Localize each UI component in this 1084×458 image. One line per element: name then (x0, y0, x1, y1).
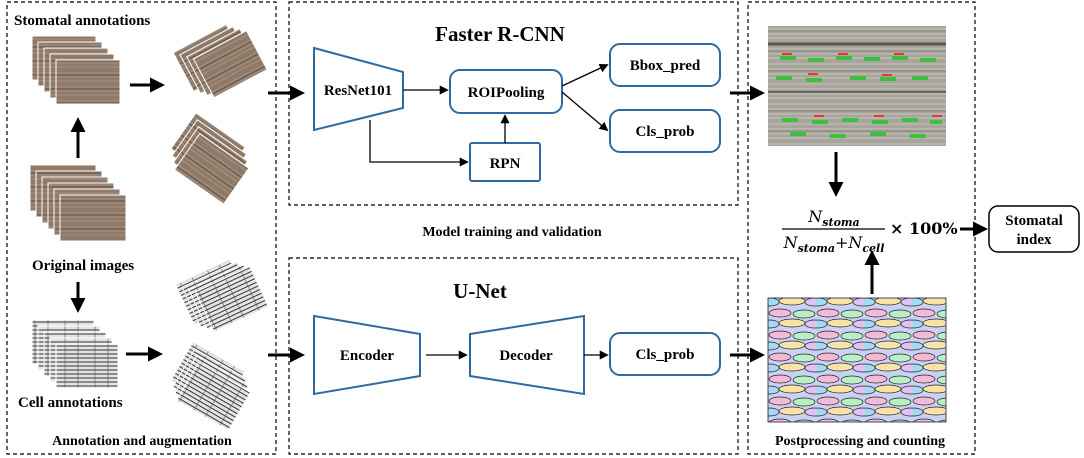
postprocessing-panel (747, 1, 976, 455)
roipooling-label: ROIPooling (468, 85, 545, 101)
faster-rcnn-title: Faster R-CNN (435, 22, 565, 46)
encoder-block (313, 314, 421, 396)
postprocessing-caption: Postprocessing and counting (775, 434, 945, 449)
unet-title: U-Net (453, 279, 507, 303)
faster-rcnn-panel (288, 1, 739, 206)
encoder-label: Encoder (340, 348, 395, 364)
cell-annotation-stack (31, 319, 119, 389)
annotation-panel-caption: Annotation and augmentation (52, 434, 232, 449)
rcnn-cls-prob-label: Cls_prob (636, 124, 695, 140)
augmented-stomatal-stack-bottom (170, 112, 250, 205)
rcnn-cls-prob-block (609, 109, 721, 153)
model-panel-caption: Model training and validation (422, 225, 602, 240)
arrow-roi-to-bbox (561, 63, 609, 87)
formula-multiplier: × 100% (890, 219, 958, 238)
augmented-cell-stack-top (174, 258, 270, 333)
stomatal-annotations-label: Stomatal annotations (14, 13, 150, 29)
stomata-detection-image (768, 26, 946, 146)
annotation-panel (6, 1, 277, 455)
arrow-resnet-to-rpn (369, 120, 469, 167)
bbox-pred-label: Bbox_pred (630, 58, 701, 74)
arrow-roi-to-cls (561, 91, 609, 132)
stomatal-index-label-line1: Stomatal (1005, 213, 1063, 229)
stomatal-annotation-stack (31, 35, 121, 105)
original-images-label: Original images (32, 258, 134, 274)
roipooling-block (449, 69, 563, 114)
rpn-label: RPN (490, 156, 521, 172)
original-image-stack (29, 164, 127, 242)
cell-annotations-label: Cell annotations (18, 395, 123, 411)
formula-numerator: Nstoma (807, 207, 859, 229)
resnet101-label: ResNet101 (324, 83, 392, 99)
bbox-pred-block (609, 43, 721, 87)
stomatal-index-label-line2: index (1016, 232, 1052, 248)
unet-cls-prob-block (609, 332, 721, 376)
formula-denominator: Nstoma+Ncell (783, 233, 885, 255)
decoder-block (469, 314, 585, 396)
stomatal-index-box (988, 205, 1080, 253)
resnet101-block (313, 46, 404, 132)
cell-segmentation-image (767, 297, 947, 423)
decoder-label: Decoder (499, 348, 553, 364)
augmented-cell-stack-bottom (170, 341, 252, 432)
stomatal-index-formula: Nstoma Nstoma+Ncell × 100% (782, 207, 958, 255)
unet-cls-prob-label: Cls_prob (636, 347, 695, 363)
augmented-stomatal-stack-top (172, 23, 268, 99)
